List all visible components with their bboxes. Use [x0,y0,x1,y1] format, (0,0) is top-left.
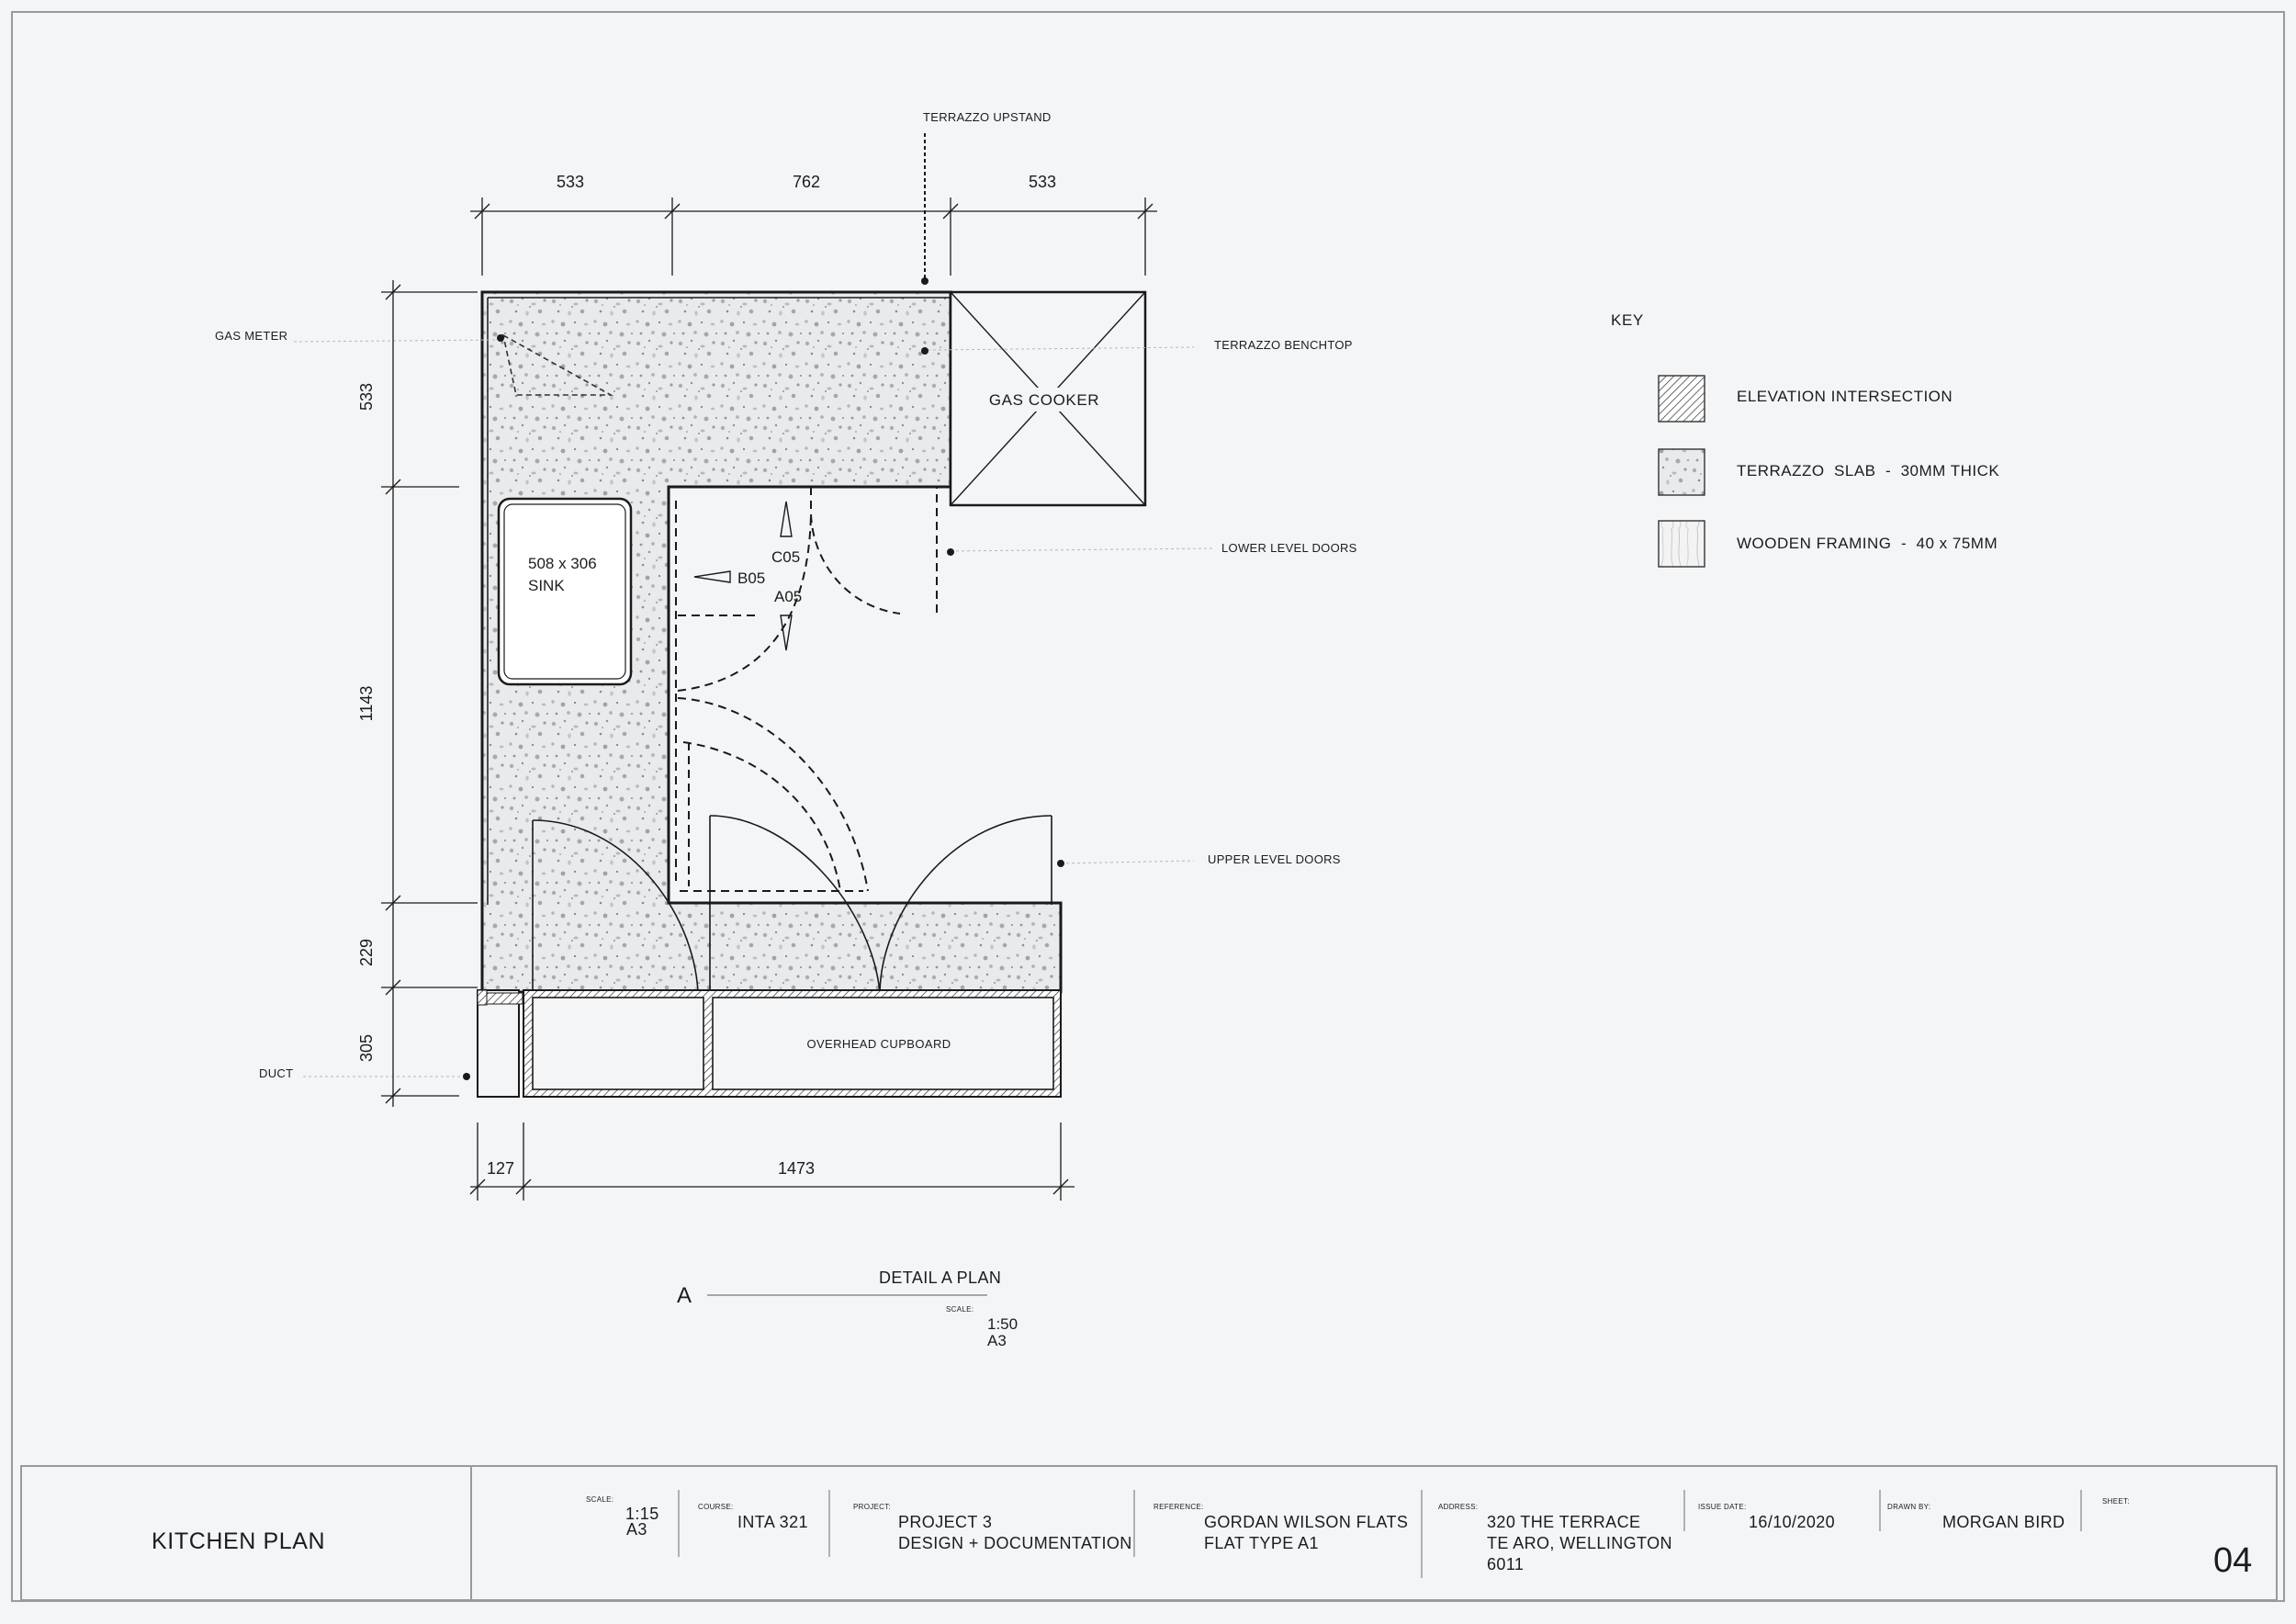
title-block: KITCHEN PLAN SCALE: 1:15 A3 COURSE: INTA… [20,1465,2278,1601]
dim-left-2: 1143 [357,686,376,722]
dim-top-2: 762 [793,173,820,191]
tb-scale-label: SCALE: [586,1495,613,1504]
key-item-terrazzo: TERRAZZO SLAB - 30MM THICK [1737,462,1999,479]
tb-address-label: ADDRESS: [1438,1503,1478,1511]
tb-sheet: 04 [2213,1541,2252,1580]
lower-level-doors-label: LOWER LEVEL DOORS [1221,541,1357,555]
gas-cooker: GAS COOKER [949,290,1147,507]
tb-drawn-label: DRAWN BY: [1887,1503,1930,1511]
tb-reference-label: REFERENCE: [1154,1503,1204,1511]
dim-top-1: 533 [557,173,584,191]
terrazzo-upstand-label: TERRAZZO UPSTAND [923,110,1052,124]
terrazzo-benchtop-label: TERRAZZO BENCHTOP [1214,338,1353,352]
tb-course-label: COURSE: [698,1503,734,1511]
kitchen-plan-drawing: GAS COOKER 508 x 306 SINK [215,110,1357,1349]
leaders [293,339,1213,1077]
tb-reference-2: FLAT TYPE A1 [1204,1534,1319,1552]
tb-project-label: PROJECT: [853,1503,891,1511]
tb-reference-1: GORDAN WILSON FLATS [1204,1513,1408,1531]
key-title: KEY [1611,311,1644,329]
door-b05-label: B05 [737,570,765,587]
duct-label: DUCT [259,1066,293,1080]
tb-issue-label: ISSUE DATE: [1698,1503,1747,1511]
sheet-border [11,11,2285,1602]
tb-paper: A3 [626,1520,647,1539]
key-swatch-elevation [1658,375,1705,423]
title-block-title: KITCHEN PLAN [152,1528,325,1554]
dimensions-top [470,197,1157,276]
leader-dots [463,277,1064,1080]
dim-left-3: 229 [357,939,376,966]
dim-left-1: 533 [357,383,376,411]
door-c05-label: C05 [771,548,800,566]
tb-address-3: 6011 [1487,1555,1524,1573]
key-item-elevation: ELEVATION INTERSECTION [1737,388,1953,405]
gas-meter-symbol [501,333,614,396]
tb-issue-date: 16/10/2020 [1749,1513,1835,1531]
dim-bottom-2: 1473 [778,1159,815,1178]
dim-left-4: 305 [357,1034,376,1062]
detail-scale: 1:50 [987,1315,1018,1333]
key-swatch-terrazzo [1658,448,1705,496]
tb-address-2: TE ARO, WELLINGTON [1487,1534,1672,1552]
tb-project-1: PROJECT 3 [898,1513,992,1531]
dim-bottom-1: 127 [487,1159,514,1178]
gas-meter-label: GAS METER [215,329,287,343]
detail-marker: A [677,1283,692,1308]
door-arrows [693,501,793,651]
detail-paper: A3 [987,1332,1007,1349]
tb-scale: 1:15 [625,1505,659,1523]
detail-scale-label: SCALE: [946,1305,974,1314]
dimensions-left [381,280,478,1107]
upper-level-doors [532,815,1052,993]
key-swatch-wood [1658,520,1705,568]
door-a05-label: A05 [774,588,802,605]
gas-cooker-label: GAS COOKER [989,391,1099,409]
overhead-cupboard-label: OVERHEAD CUPBOARD [806,1037,951,1051]
lower-level-doors [669,486,938,892]
sink: 508 x 306 SINK [497,497,633,686]
detail-caption: A DETAIL A PLAN SCALE: 1:50 A3 [677,1269,1018,1349]
tb-course: INTA 321 [737,1513,808,1531]
dimensions-bottom [469,1122,1075,1201]
duct-and-cupboard: OVERHEAD CUPBOARD [477,989,1062,1098]
tb-address-1: 320 THE TERRACE [1487,1513,1640,1531]
sink-size-label: 508 x 306 [528,555,597,572]
legend-key: KEY ELEVATION INTERSECTION TERRAZZO SLAB… [1611,311,1999,568]
detail-title: DETAIL A PLAN [879,1269,1001,1287]
tb-project-2: DESIGN + DOCUMENTATION [898,1534,1132,1552]
sink-label: SINK [528,577,565,594]
tb-drawn-by: MORGAN BIRD [1942,1513,2065,1531]
tb-sheet-label: SHEET: [2102,1497,2130,1506]
upper-level-doors-label: UPPER LEVEL DOORS [1208,852,1341,866]
key-item-wood: WOODEN FRAMING - 40 x 75MM [1737,535,1998,552]
dim-top-3: 533 [1029,173,1056,191]
